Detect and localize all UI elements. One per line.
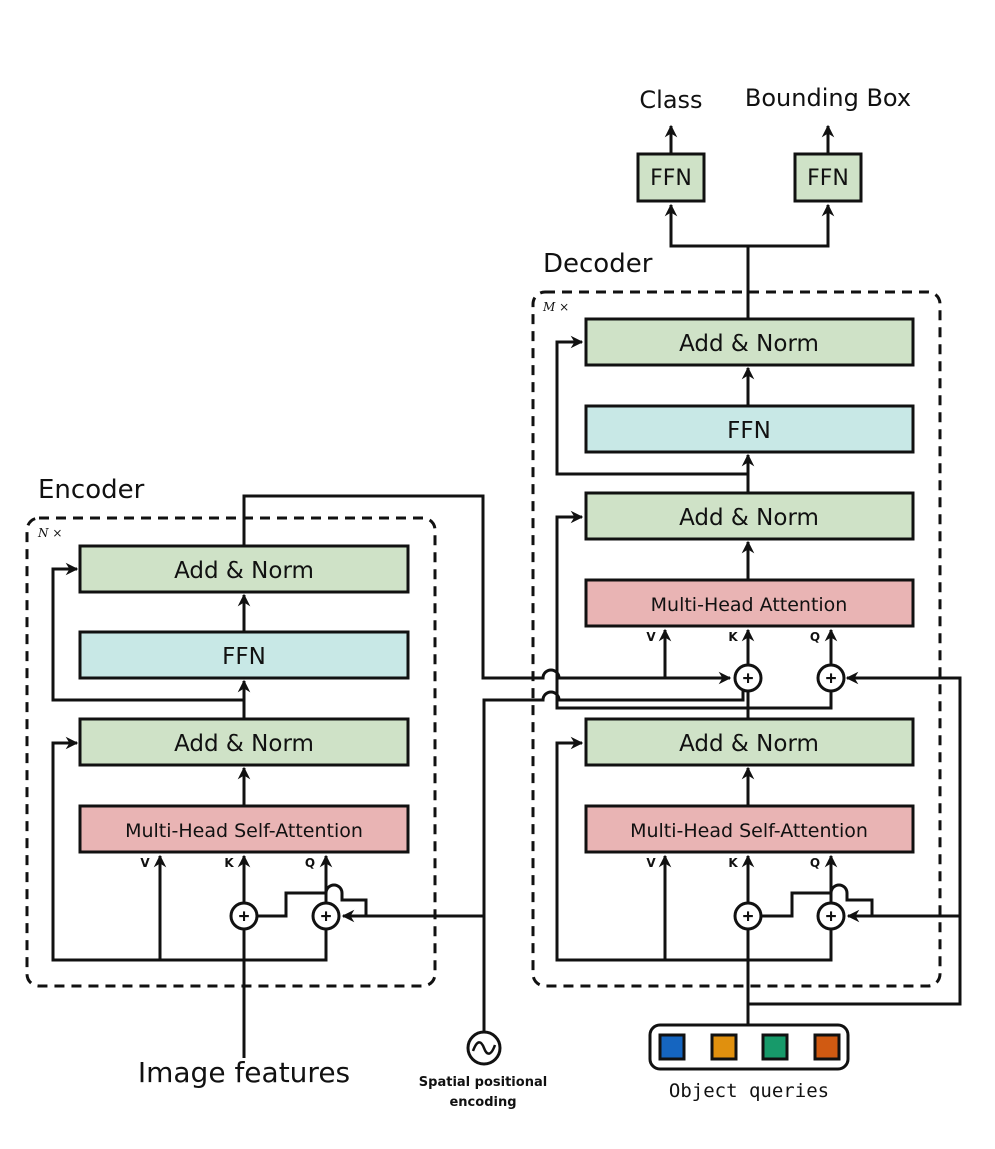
- encoder-q-plus-icon: +: [321, 906, 332, 927]
- encoder-memory-to-decoder-k: [242, 494, 732, 685]
- object-queries-label: Object queries: [669, 1080, 829, 1102]
- decoder-add-norm-bottom-label: Add & Norm: [679, 731, 819, 757]
- decoder-cross-k-plus-icon: +: [743, 668, 754, 689]
- encoder-title: Encoder: [38, 475, 145, 505]
- decoder-cross-attention: [584, 578, 915, 628]
- decoder-residual-3: [555, 335, 748, 476]
- encoder-add-norm-bottom-label: Add & Norm: [174, 731, 314, 757]
- encoder-residual-1: [51, 736, 244, 962]
- encoder-add-norm-top-label: Add & Norm: [174, 558, 314, 584]
- decoder-q-plus-icon: +: [826, 906, 837, 927]
- query-token-green: [761, 1033, 789, 1061]
- object-queries-container: [648, 1023, 850, 1071]
- decoder-self-attention-label: Multi-Head Self-Attention: [630, 820, 868, 842]
- object-queries: Object queries: [648, 1023, 850, 1102]
- query-pos-to-cross-q: [748, 671, 962, 1006]
- image-features-label: Image features: [138, 1056, 350, 1089]
- class-label: Class: [639, 86, 702, 114]
- encoder-k-plus-icon: +: [239, 906, 250, 927]
- sine-wave-curve: [471, 1041, 497, 1055]
- decoder-k-plus-icon: +: [743, 906, 754, 927]
- decoder-add-norm-mid: [584, 491, 915, 541]
- decoder-cross-q-label: Q: [810, 630, 820, 644]
- decoder-repeat-label: M ×: [542, 300, 569, 314]
- encoder-repeat-frame: [25, 516, 437, 988]
- decoder-cross-q-plus-node: [816, 663, 846, 693]
- encoder-q-input: [244, 929, 328, 962]
- decoder-residual-1: [555, 736, 748, 962]
- encoder-q-label: Q: [305, 856, 315, 870]
- encoder-add-norm-bottom: [78, 717, 410, 767]
- decoder-cross-v-label: V: [646, 630, 656, 644]
- decoder-residual-2: [555, 510, 748, 710]
- spatial-label-line2: encoding: [449, 1095, 516, 1110]
- decoder-repeat-frame: [531, 290, 942, 988]
- prediction-heads: FFN FFN Class Bounding Box: [636, 84, 911, 319]
- decoder-add-norm-mid-label: Add & Norm: [679, 505, 819, 531]
- decoder-cross-attention-label: Multi-Head Attention: [651, 594, 848, 616]
- positional-encoding: Spatial positional encoding: [341, 690, 745, 1110]
- decoder-q-label: Q: [810, 856, 820, 870]
- encoder-residual-2: [51, 562, 244, 702]
- bounding-box-label: Bounding Box: [745, 84, 911, 112]
- decoder-tgt-to-q: [748, 691, 833, 710]
- decoder-cross-q-plus-icon: +: [826, 668, 837, 689]
- spatial-label-line1: Spatial positional: [419, 1075, 547, 1090]
- pos-to-decoder-k: [482, 690, 745, 1032]
- encoder-ffn: [78, 630, 410, 680]
- decoder-add-norm-top-label: Add & Norm: [679, 331, 819, 357]
- decoder-v-label: V: [646, 856, 656, 870]
- query-token-orange: [710, 1033, 738, 1061]
- decoder-self-attention: [584, 804, 915, 854]
- decoder-ffn: [584, 404, 915, 454]
- decoder-add-norm-bottom: [584, 717, 915, 767]
- decoder-ffn-label: FFN: [727, 418, 771, 444]
- encoder-v-label: V: [140, 856, 150, 870]
- query-token-blue: [658, 1033, 686, 1061]
- encoder-repeat-label: N ×: [37, 526, 62, 540]
- decoder-query-link: [761, 891, 831, 918]
- box-ffn-label: FFN: [807, 166, 849, 191]
- encoder-ffn-label: FFN: [222, 644, 266, 670]
- encoder-q-plus-node: [311, 901, 341, 931]
- decoder-to-class-ffn: [664, 203, 750, 319]
- decoder-cross-k-label: K: [728, 630, 738, 644]
- decoder-q-plus-node: [816, 901, 846, 931]
- decoder-to-box-ffn: [748, 203, 835, 248]
- decoder-k-label: K: [728, 856, 738, 870]
- encoder-k-plus-node: [229, 901, 259, 931]
- class-ffn-label: FFN: [650, 166, 692, 191]
- decoder-title: Decoder: [543, 249, 653, 279]
- encoder: Encoder N × Add & Norm FFN Add & Norm Mu…: [25, 475, 732, 1089]
- encoder-self-attention-label: Multi-Head Self-Attention: [125, 820, 363, 842]
- decoder: Decoder M × Add & Norm FFN Add & Norm Mu…: [531, 249, 962, 1028]
- encoder-pos-link: [257, 891, 326, 918]
- decoder-cross-k-plus-node: [733, 663, 763, 693]
- query-token-red: [813, 1033, 841, 1061]
- decoder-q-input: [748, 929, 833, 962]
- encoder-k-label: K: [224, 856, 234, 870]
- decoder-k-plus-node: [733, 901, 763, 931]
